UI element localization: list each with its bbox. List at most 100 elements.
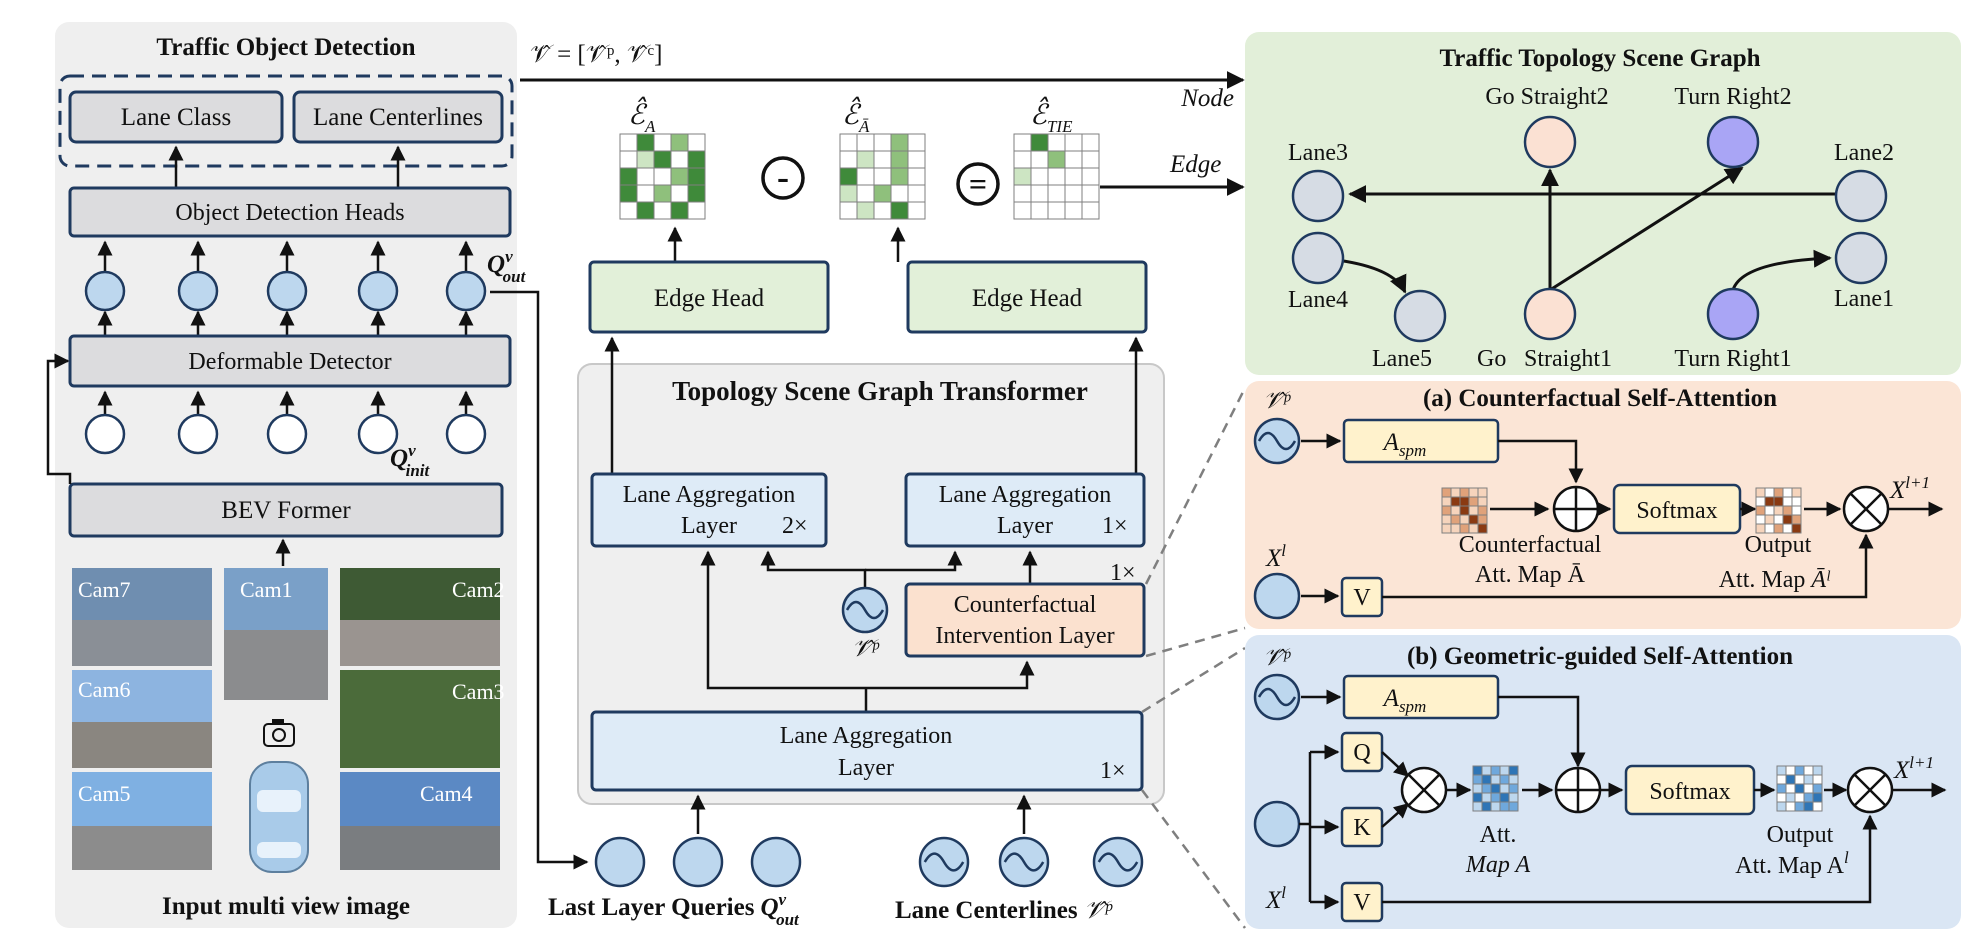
matrix-cell — [1441, 523, 1452, 534]
csa-arrow-aspm-to-plus — [1498, 439, 1584, 484]
edge-tr1-to-lane1 — [1731, 249, 1832, 291]
matrix-cell — [1081, 167, 1100, 186]
lal-left-mult: 2× — [782, 513, 808, 539]
matrix-cell — [1481, 801, 1492, 812]
matrix-cell — [1791, 523, 1802, 534]
matrix-cell — [670, 133, 689, 152]
matrix-cell — [1490, 765, 1501, 776]
node-go-straight1 — [1523, 287, 1577, 341]
matrix-cell — [907, 150, 926, 169]
node-go-straight2 — [1523, 115, 1577, 169]
matrix-cell — [907, 133, 926, 152]
lal-bottom-line1: Lane Aggregation — [780, 723, 953, 749]
matrix-cell — [839, 150, 858, 169]
matrix-cell — [1064, 167, 1083, 186]
cam2-road — [340, 620, 500, 666]
init-query-node — [357, 413, 399, 455]
matrix-cell — [1791, 505, 1802, 516]
matrix-cell — [873, 167, 892, 186]
matrix-cell — [890, 167, 909, 186]
matrix-cell — [1794, 801, 1805, 812]
matrix-cell — [1773, 487, 1784, 498]
output-query-node — [357, 270, 399, 312]
label-lane1: Lane1 — [1834, 286, 1894, 312]
gsa-arrow-v-to-times — [1382, 814, 1878, 904]
csa-panel: (a) Counterfactual Self-Attention 𝒱̂ᵖ As… — [1245, 381, 1961, 629]
edge-head-left — [588, 260, 830, 334]
scene-graph-panel: Traffic Topology Scene Graph Lane3 Lane2… — [1245, 32, 1961, 375]
matrix-cell — [1764, 496, 1775, 507]
gsa-softmax-label: Softmax — [1649, 779, 1730, 805]
matrix-cell — [1064, 133, 1083, 152]
matrix-cell — [636, 167, 655, 186]
node-lane5 — [1393, 289, 1447, 343]
arrow-qout-to-queries — [490, 290, 589, 870]
csa-title: (a) Counterfactual Self-Attention — [1423, 385, 1777, 412]
matrix-cell — [856, 133, 875, 152]
tsgt-title: Topology Scene Graph Transformer — [672, 376, 1088, 406]
matrix-cell — [856, 201, 875, 220]
matrix-cell — [670, 150, 689, 169]
matrix-cell — [1013, 150, 1032, 169]
matrix-cell — [1785, 774, 1796, 785]
matrix-cell — [1468, 514, 1479, 525]
output-query-node — [445, 270, 487, 312]
matrix-cell — [1776, 801, 1787, 812]
arrow-vp-to-lal-right — [865, 550, 963, 572]
gsa-out-line1: Output — [1767, 822, 1834, 848]
matrix-cell — [1499, 801, 1510, 812]
matrix-cell — [1047, 167, 1066, 186]
detection-title: Traffic Object Detection — [156, 34, 415, 61]
label-go: Go — [1477, 346, 1506, 372]
matrix-cell — [1812, 801, 1823, 812]
eps-tie-label: ℰ̂TIE — [1030, 96, 1073, 136]
output-query-node — [266, 270, 308, 312]
matrix-eps-a — [619, 133, 706, 220]
matrix-cell — [1477, 523, 1488, 534]
cam1-road — [224, 630, 328, 700]
last-layer-query-node — [672, 836, 724, 888]
matrix-cell — [1785, 801, 1796, 812]
label-turn-right2: Turn Right2 — [1674, 84, 1791, 110]
matrix-cell — [1081, 133, 1100, 152]
gsa-out-line2: Att. Map Al — [1735, 848, 1849, 879]
lal-right-mult: 1× — [1102, 513, 1128, 539]
zoom-line-csa-top — [1144, 387, 1247, 585]
input-caption: Input multi view image — [162, 893, 410, 920]
matrix-cell — [856, 167, 875, 186]
matrix-cell — [1481, 792, 1492, 803]
lane-centerlines-label: Lane Centerlines — [313, 104, 483, 131]
matrix-cell — [1081, 184, 1100, 203]
cam4-label: Cam4 — [420, 781, 473, 806]
label-lane4: Lane4 — [1288, 287, 1348, 313]
node-turn-right2 — [1706, 115, 1760, 169]
matrix-cell — [619, 184, 638, 203]
matrix-cell — [636, 150, 655, 169]
matrix-cell — [1441, 505, 1452, 516]
matrix-cell — [1472, 801, 1483, 812]
equals-sign: = — [969, 166, 987, 202]
edge-head-right — [906, 260, 1148, 334]
matrix-cell — [1459, 487, 1470, 498]
matrix-cell — [1030, 184, 1049, 203]
csa-out-line2: Att. Map Āˡ — [1719, 567, 1831, 593]
label-turn-right1: Turn Right1 — [1674, 346, 1791, 372]
lal-right-line2: Layer — [997, 513, 1053, 539]
csa-times-b — [1850, 493, 1882, 525]
matrix-cell — [1013, 133, 1032, 152]
matrix-cell — [856, 184, 875, 203]
matrix-cell — [1047, 201, 1066, 220]
csa-counterfactual-matrix — [1441, 487, 1488, 534]
matrix-cell — [653, 184, 672, 203]
arrow-vp-to-lal-left — [760, 550, 867, 588]
cil-line1: Counterfactual — [954, 592, 1097, 618]
arrow-bottom-to-lal-left — [700, 550, 866, 690]
edge-head-right-label: Edge Head — [972, 285, 1083, 312]
detection-output-group — [58, 74, 514, 168]
matrix-cell — [1803, 765, 1814, 776]
cam7-road — [72, 620, 212, 666]
deformable-detector-box — [68, 334, 512, 388]
